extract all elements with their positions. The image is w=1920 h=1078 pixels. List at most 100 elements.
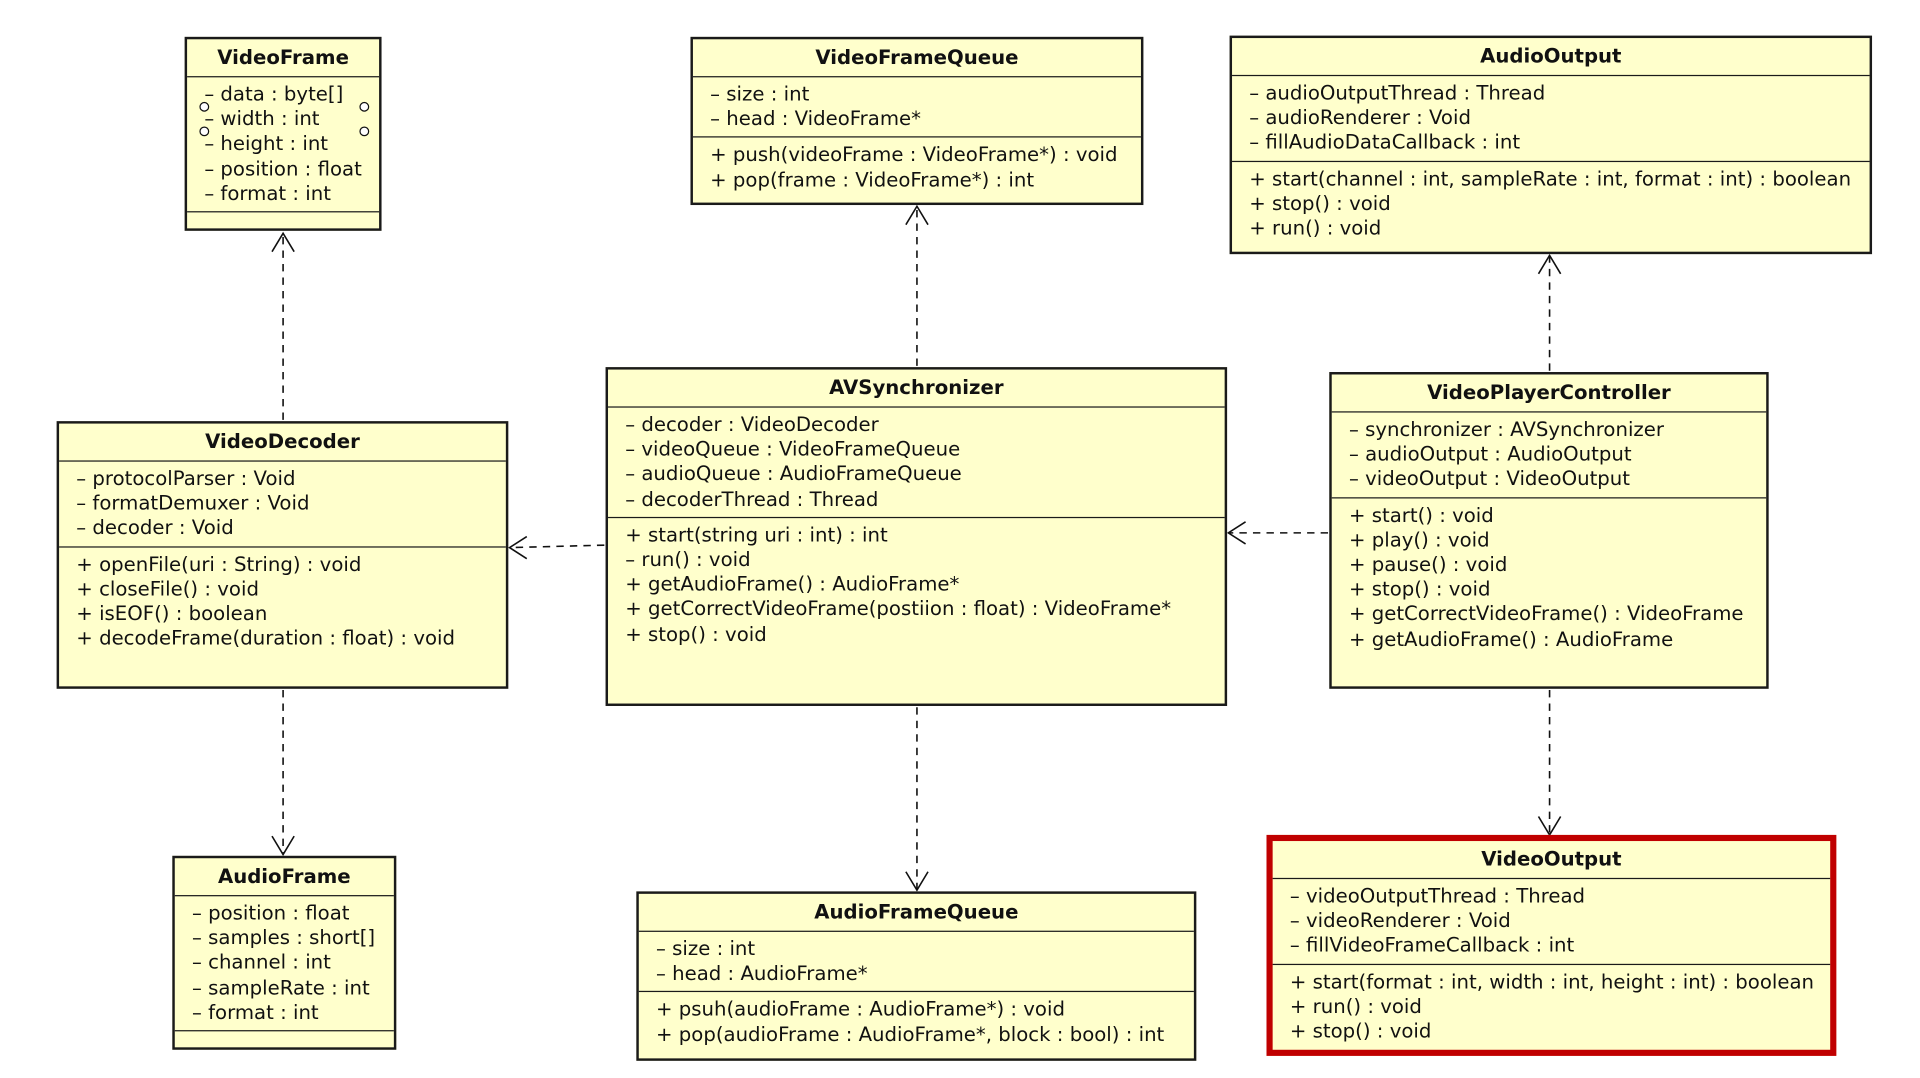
class-videoplayercontroller[interactable]: VideoPlayerController– synchronizer : AV… [1329,372,1769,689]
class-audioframequeue[interactable]: AudioFrameQueue– size : int– head : Audi… [636,891,1197,1061]
arrowhead-videoframe [271,231,295,253]
attributes-section: – size : int– head : AudioFrame* [638,932,1194,993]
class-name: VideoFrameQueue [692,39,1141,78]
attribute: – sampleRate : int [192,975,370,999]
class-name: VideoDecoder [59,424,506,462]
attributes-section: – audioOutputThread : Thread– audioRende… [1232,76,1870,162]
class-name: AudioOutput [1232,38,1870,77]
method: + start(string uri : int) : int [625,522,888,547]
methods-section: + psuh(audioFrame : AudioFrame*) : void+… [639,993,1194,1052]
method: + run() : void [1289,994,1422,1018]
method: + decodeFrame(duration : float) : void [76,626,455,650]
method: + closeFile() : void [76,576,259,601]
selection-handle[interactable] [199,126,210,137]
method: + stop() : void [1249,191,1391,215]
attribute: – decoderThread : Thread [625,486,879,511]
class-videoframe[interactable]: VideoFrame– data : byte[]– width : int– … [184,36,382,234]
arrowhead-audioframequeue [905,871,929,892]
class-videodecoder[interactable]: VideoDecoder– protocolParser : Void– for… [56,421,509,689]
arrowhead-audioframe [271,835,295,857]
method: + getAudioFrame() : AudioFrame* [625,572,960,596]
class-audiooutput[interactable]: AudioOutput– audioOutputThread : Thread–… [1229,35,1873,255]
attribute: – samples : short[] [192,926,376,950]
class-name: VideoPlayerController [1331,374,1767,413]
class-videooutput-highlighted[interactable]: VideoOutput– videoOutputThread : Thread–… [1266,834,1837,1056]
attribute: – fillVideoFrameCallback : int [1289,933,1575,957]
method: + getAudioFrame() : AudioFrame [1348,626,1674,651]
class-avsynchronizer[interactable]: AVSynchronizer– decoder : VideoDecoder– … [605,367,1228,706]
class-name: AudioFrame [174,858,394,897]
arrowhead-videoframequeue [905,204,929,226]
method: + stop() : void [1348,577,1491,601]
methods-section: + openFile(uri : String) : void+ closeFi… [59,547,506,656]
attribute: – videoRenderer : Void [1289,908,1511,933]
attribute: – data : byte[] [204,82,344,106]
attribute: – format : int [204,181,331,205]
selection-handle[interactable] [359,101,370,112]
attribute: – position : float [192,901,350,925]
attribute: – decoder : VideoDecoder [625,412,879,436]
attribute: – format : int [192,1000,319,1024]
method: + push(videoFrame : VideoFrame*) : void [710,142,1118,167]
class-name: AVSynchronizer [608,370,1225,408]
attribute: – videoOutput : VideoOutput [1348,467,1631,491]
arrowhead-audiooutput [1537,253,1562,275]
attribute: – videoOutputThread : Thread [1289,884,1586,908]
attribute: – synchronizer : AVSynchronizer [1348,417,1664,441]
attribute: – channel : int [192,950,331,975]
method: + pop(frame : VideoFrame*) : int [710,167,1035,192]
arrowhead-videodecoder [508,535,528,560]
selection-handle[interactable] [359,126,370,137]
methods-section: + start(string uri : int) : int– run() :… [608,518,1225,652]
method: + play() : void [1348,527,1490,552]
method: + run() : void [1249,216,1382,240]
attributes-section: – position : float– samples : short[]– c… [174,896,394,1032]
method: + getCorrectVideoFrame() : VideoFrame [1348,602,1744,626]
attributes-section: – synchronizer : AVSynchronizer– audioOu… [1331,413,1767,499]
method: + openFile(uri : String) : void [76,552,362,576]
attributes-section: – data : byte[]– width : int– height : i… [187,77,380,213]
class-name: VideoOutput [1272,841,1831,880]
method: + stop() : void [625,622,767,646]
attribute: – formatDemuxer : Void [76,491,310,515]
attribute: – position : float [204,156,362,181]
attribute: – audioRenderer : Void [1249,105,1471,130]
method: + start() : void [1348,502,1494,527]
attribute: – head : VideoFrame* [710,107,921,131]
attributes-section: – videoOutputThread : Thread– videoRende… [1272,879,1831,965]
dependency-avsync-videodecoder[interactable] [509,544,605,549]
methods-section: + start(format : int, width : int, heigh… [1273,965,1831,1049]
attribute: – decoder : Void [76,516,234,540]
attribute: – videoQueue : VideoFrameQueue [625,437,961,461]
method: + start(format : int, width : int, heigh… [1289,969,1815,993]
attributes-section: – decoder : VideoDecoder– videoQueue : V… [608,408,1225,518]
method: + stop() : void [1289,1019,1432,1043]
attribute: – fillAudioDataCallback : int [1249,130,1521,154]
method: – run() : void [625,547,751,571]
attribute: – size : int [656,936,756,961]
attribute: – head : AudioFrame* [656,961,868,985]
methods-section: + start() : void+ play() : void+ pause()… [1332,498,1766,657]
class-audioframe[interactable]: AudioFrame– position : float– samples : … [172,855,397,1053]
class-name: AudioFrameQueue [638,894,1194,932]
method: + pause() : void [1348,552,1508,576]
methods-section [187,212,379,234]
attribute: – protocolParser : Void [76,466,296,490]
selection-handle[interactable] [199,101,210,112]
attributes-section: – protocolParser : Void– formatDemuxer :… [59,462,506,548]
class-name: VideoFrame [187,39,380,78]
methods-section: + push(videoFrame : VideoFrame*) : void+… [693,138,1141,197]
method: + getCorrectVideoFrame(postiion : float)… [625,597,1172,621]
attribute: – width : int [204,107,320,131]
attributes-section: – size : int– head : VideoFrame* [692,77,1141,139]
class-videoframequeue[interactable]: VideoFrameQueue– size : int– head : Vide… [690,36,1144,206]
attribute: – height : int [204,131,329,156]
methods-section [175,1031,394,1053]
attribute: – audioQueue : AudioFrameQueue [625,462,962,486]
method: + pop(audioFrame : AudioFrame*, block : … [656,1022,1165,1046]
methods-section: + start(channel : int, sampleRate : int,… [1232,162,1870,246]
arrowhead-avsync [1226,521,1247,545]
attribute: – audioOutputThread : Thread [1249,81,1546,105]
method: + isEOF() : boolean [76,601,268,625]
